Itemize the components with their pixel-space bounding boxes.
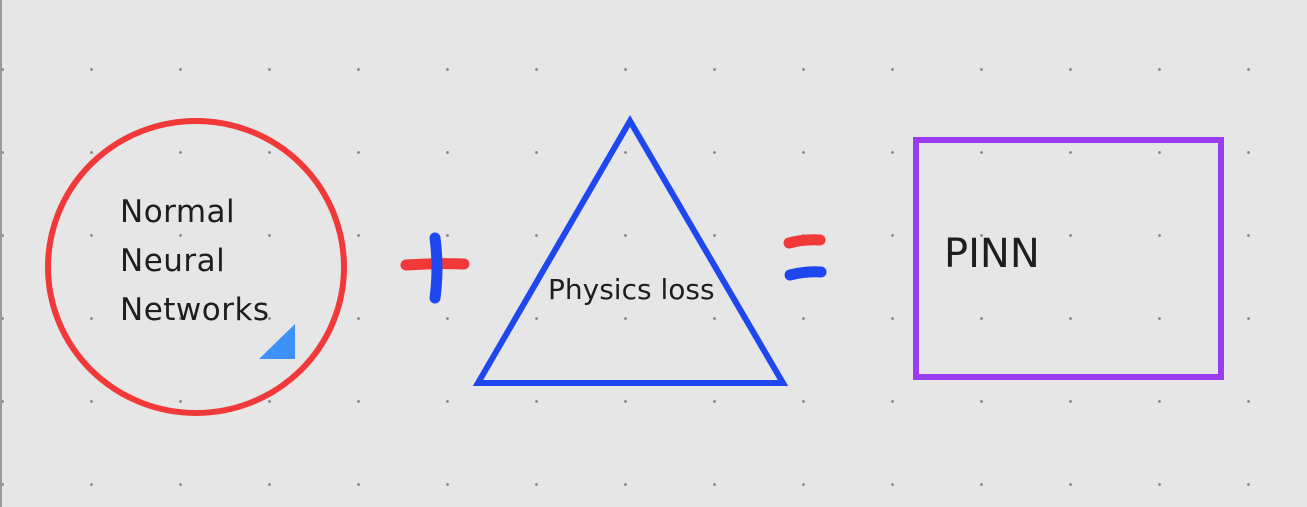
- plus-vertical-stroke: [429, 232, 443, 304]
- neural-network-label-line-3: Networks: [120, 292, 270, 328]
- equals-bottom-stroke: [784, 266, 827, 281]
- neural-network-circle[interactable]: [45, 118, 347, 416]
- neural-network-label-line-2: Neural: [120, 243, 226, 279]
- physics-loss-triangle[interactable]: [472, 115, 789, 386]
- physics-loss-label[interactable]: Physics loss: [548, 273, 715, 306]
- neural-network-label-line-1: Normal: [120, 194, 236, 230]
- equals-operator[interactable]: [783, 234, 827, 281]
- canvas-left-border: [0, 0, 2, 507]
- pinn-label[interactable]: PINN: [944, 231, 1040, 277]
- plus-operator[interactable]: [400, 232, 470, 304]
- neural-network-label[interactable]: Normal Neural Networks: [120, 188, 270, 335]
- pinn-rectangle[interactable]: [913, 137, 1224, 380]
- resize-handle-icon[interactable]: [259, 324, 295, 359]
- equals-top-stroke: [783, 234, 826, 249]
